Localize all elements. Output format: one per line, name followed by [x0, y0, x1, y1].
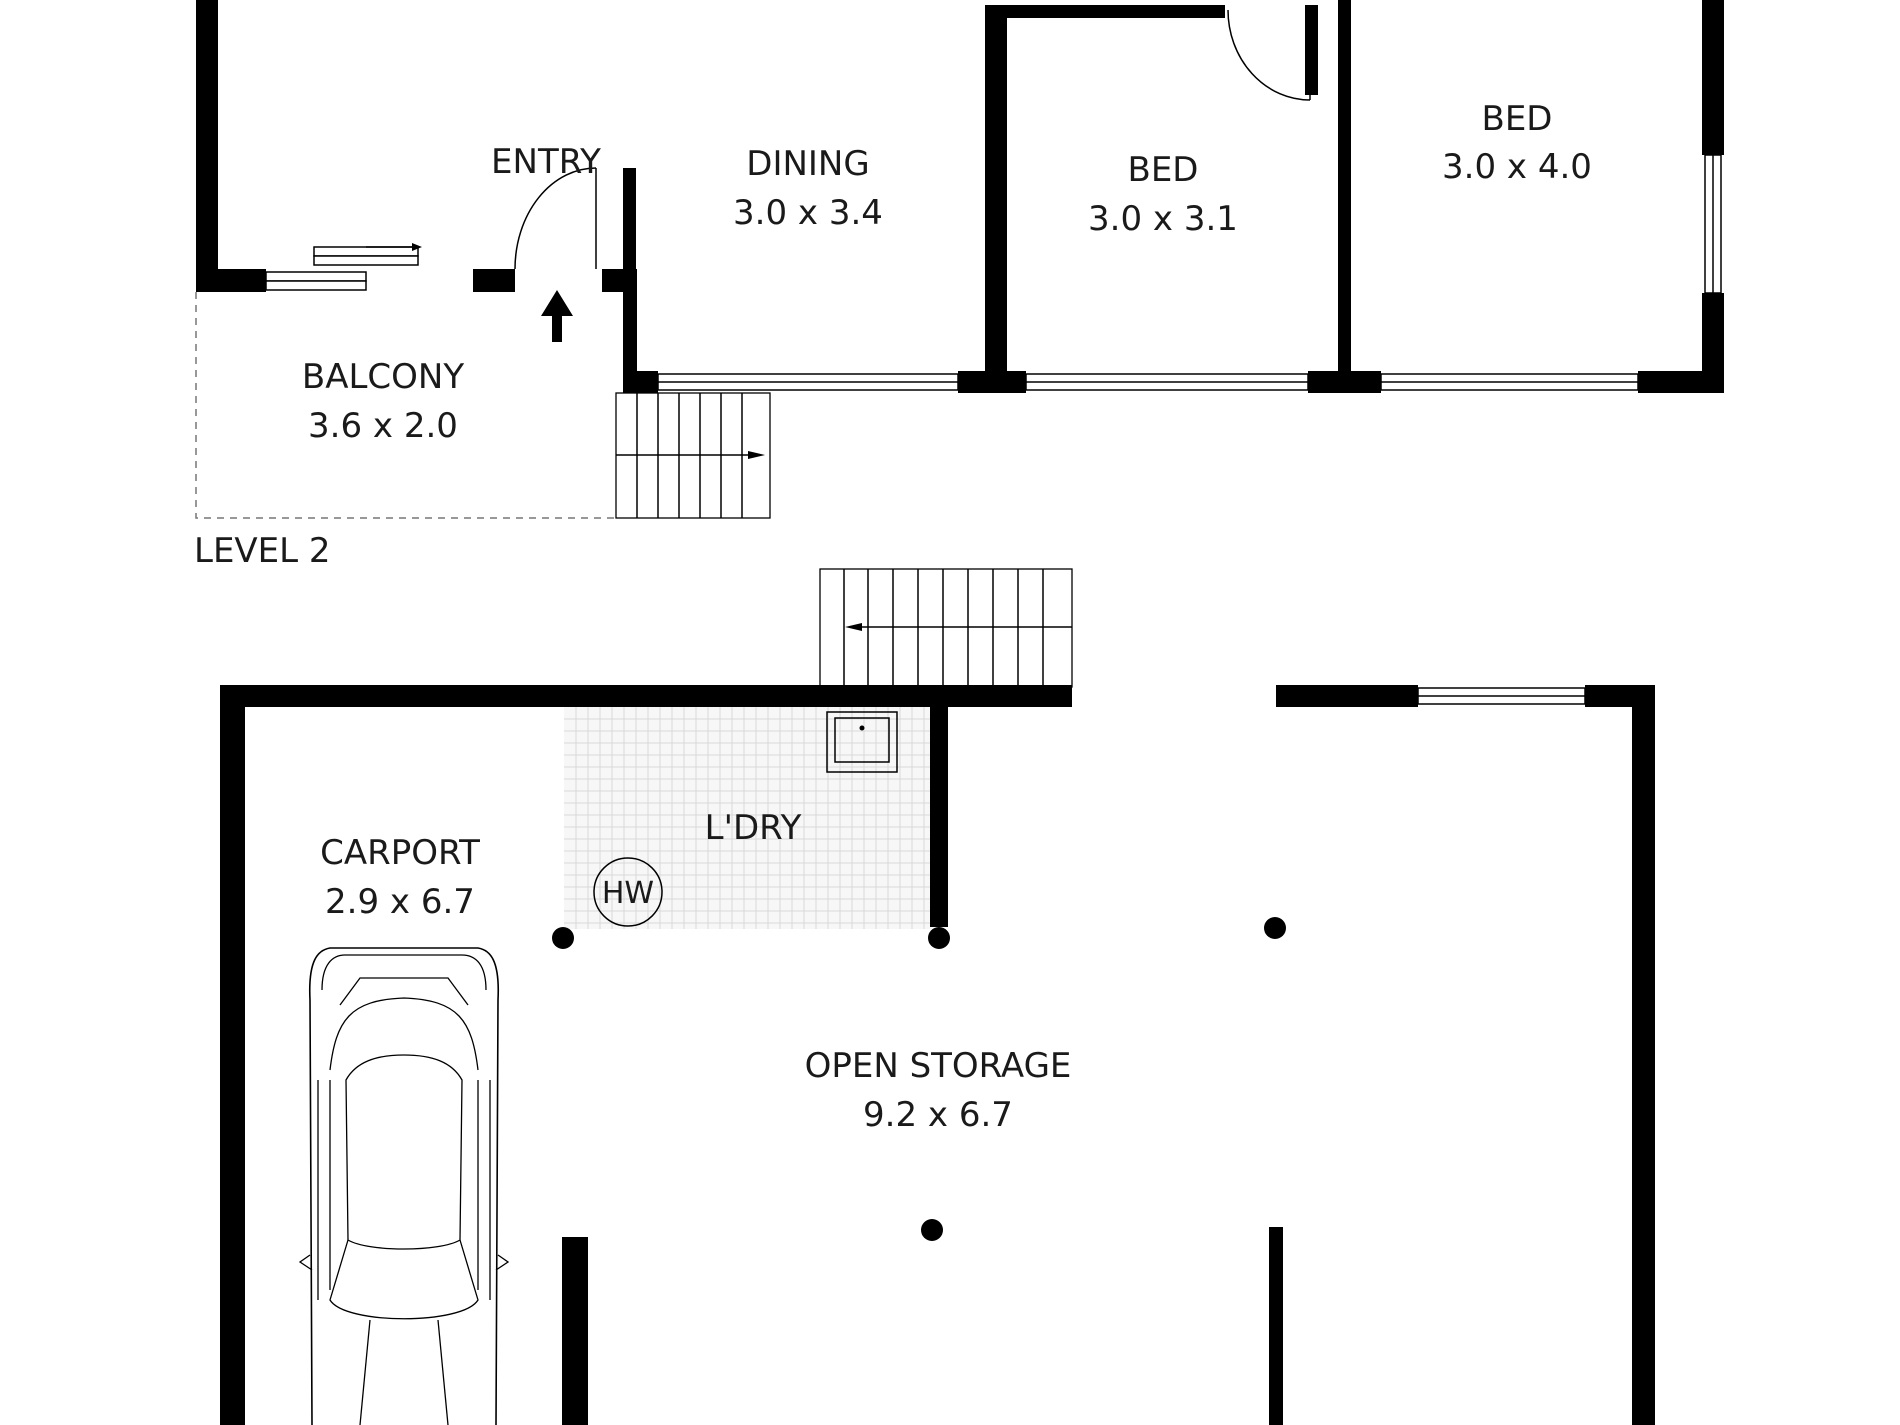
entry-door [514, 167, 597, 270]
entry-label: ENTRY [491, 142, 601, 182]
carport-label: CARPORT [320, 833, 480, 873]
room-labels: ENTRY DINING 3.0 x 3.4 BED 3.0 x 3.1 BED… [194, 99, 1592, 1135]
sliding-door [265, 243, 422, 291]
open-storage-label: OPEN STORAGE [805, 1046, 1072, 1086]
balcony-outline [195, 292, 616, 519]
level-1-walls [220, 685, 1655, 1425]
bed-1-size: 3.0 x 3.1 [1088, 199, 1238, 239]
structural-columns [552, 917, 1286, 1241]
balcony-label: BALCONY [302, 357, 464, 397]
hot-water-unit: HW [593, 857, 663, 927]
car-icon [298, 947, 510, 1425]
bedroom-door [1227, 9, 1311, 101]
level-1-stairs [819, 568, 1073, 688]
level-2-windows [657, 154, 1722, 391]
dining-label: DINING [746, 144, 869, 184]
hot-water-label: HW [602, 876, 654, 911]
bed-2-size: 3.0 x 4.0 [1442, 147, 1592, 187]
level-2-walls [196, 0, 1724, 393]
laundry-label: L'DRY [705, 808, 802, 848]
level-1-window [1417, 687, 1586, 705]
level-label: LEVEL 2 [194, 531, 331, 571]
bed-2-label: BED [1482, 99, 1553, 139]
level-2-stairs [615, 392, 771, 519]
carport-size: 2.9 x 6.7 [325, 882, 475, 922]
entry-arrow-icon [541, 290, 573, 342]
balcony-size: 3.6 x 2.0 [308, 406, 458, 446]
laundry-sink-icon [826, 711, 898, 773]
open-storage-size: 9.2 x 6.7 [863, 1095, 1013, 1135]
bed-1-label: BED [1128, 150, 1199, 190]
dining-size: 3.0 x 3.4 [733, 193, 883, 233]
laundry-tile-grid [564, 707, 934, 929]
